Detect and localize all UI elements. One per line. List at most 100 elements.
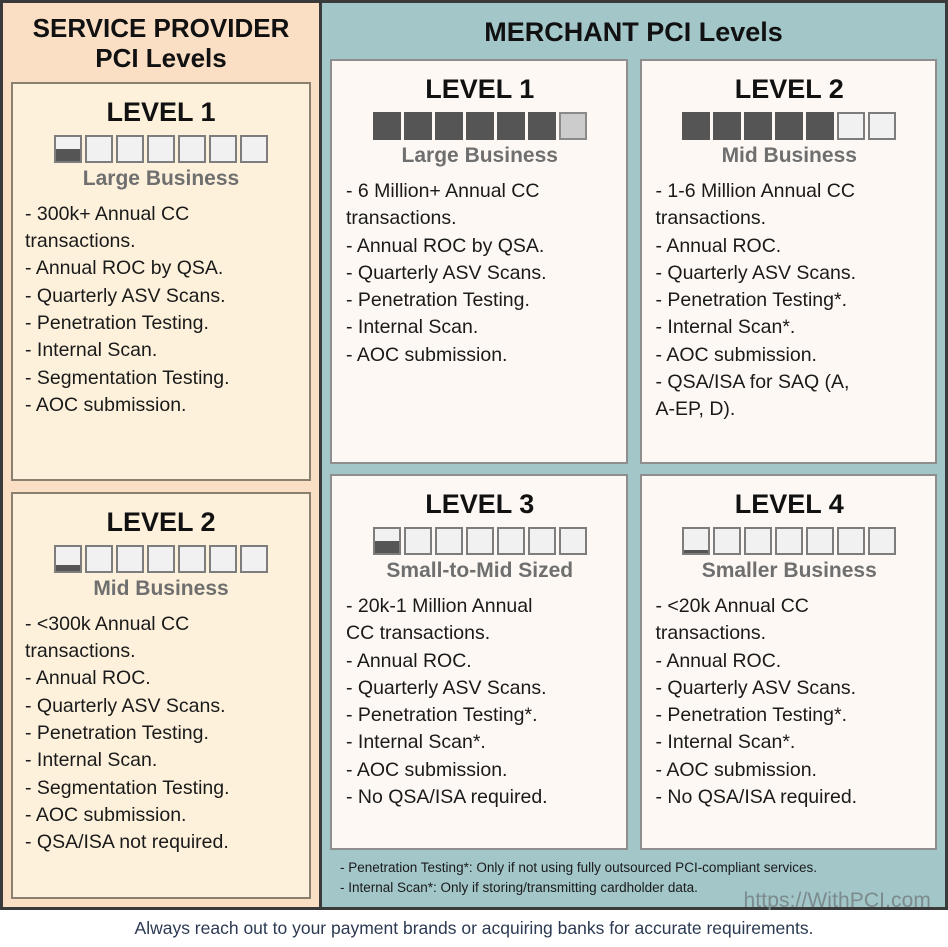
requirement-line: - Annual ROC by QSA. (346, 234, 545, 257)
requirement-line: - Annual ROC by QSA. (25, 257, 224, 280)
service-provider-cards: LEVEL 1 Large Business - 300k+ Annual CC… (11, 81, 311, 899)
merchant-cards-grid: LEVEL 1 Large Business - 6 Million+ Annu… (330, 59, 937, 850)
meter-square (240, 544, 268, 573)
requirement-line: - 300k+ Annual CC (25, 202, 190, 225)
meter-square (85, 134, 113, 163)
requirement-line: - Penetration Testing*. (346, 704, 538, 727)
level-meter (25, 134, 297, 163)
level-title: LEVEL 2 (106, 506, 216, 537)
requirement-line: - QSA/ISA for SAQ (A, (655, 371, 850, 394)
requirement-line: - Internal Scan*. (655, 731, 796, 754)
requirement-line: A-EP, D). (655, 398, 736, 421)
requirement-line: - Quarterly ASV Scans. (346, 676, 547, 699)
segment-label: Large Business (401, 144, 558, 167)
meter-square-fill (374, 541, 399, 553)
requirement-line: transactions. (25, 230, 136, 253)
meter-square (178, 544, 206, 573)
meter-square (868, 527, 897, 555)
requirements-list: - 6 Million+ Annual CC transactions. - Ann… (346, 178, 614, 369)
requirement-line: - Internal Scan. (25, 339, 158, 362)
requirement-line: - QSA/ISA not required. (25, 831, 229, 854)
meter-square (806, 527, 835, 555)
meter-square (147, 134, 175, 163)
meter-square-fill (684, 550, 709, 553)
requirement-line: - AOC submission. (655, 758, 817, 781)
meter-square-fill (56, 148, 80, 161)
merchant-level-1-card: LEVEL 1 Large Business - 6 Million+ Annu… (330, 59, 628, 464)
requirement-line: - Penetration Testing. (25, 312, 209, 334)
merchant-level-4-card: LEVEL 4 Smaller Business - <20k Annual C… (639, 474, 937, 850)
level-meter (346, 112, 614, 140)
segment-label: Small-to-Mid Sized (386, 559, 574, 582)
requirement-line: - 6 Million+ Annual CC (346, 180, 540, 202)
service-provider-title-line1: SERVICE PROVIDER (32, 13, 290, 43)
requirement-line: transactions. (346, 207, 457, 230)
level-meter (25, 544, 297, 573)
requirement-line: - AOC submission. (25, 393, 187, 416)
service-provider-title: SERVICE PROVIDER PCI Levels (11, 13, 311, 74)
segment-label: Large Business (82, 166, 240, 190)
requirement-line: - Annual ROC. (25, 667, 151, 690)
level-title: LEVEL 1 (425, 74, 535, 104)
meter-square (775, 112, 804, 140)
level-title: LEVEL 3 (425, 489, 535, 519)
meter-square (775, 527, 804, 555)
requirements-list: - 300k+ Annual CC transactions. - Annual R… (25, 201, 297, 419)
merchant-panel: MERCHANT PCI Levels LEVEL 1 Large Busine… (322, 0, 948, 912)
requirement-line: transactions. (25, 640, 136, 663)
level-title: LEVEL 1 (106, 96, 216, 127)
requirement-line: - No QSA/ISA required. (346, 786, 548, 809)
requirement-line: - 20k-1 Million Annual (346, 595, 533, 617)
requirements-list: - <300k Annual CC transactions. - Annual R… (25, 611, 297, 857)
requirement-line: - <300k Annual CC (25, 612, 190, 635)
requirement-line: - Internal Scan. (25, 749, 158, 772)
service-provider-level-1-card: LEVEL 1 Large Business - 300k+ Annual CC… (11, 81, 311, 481)
footnote-penetration-testing: - Penetration Testing*: Only if not usin… (340, 859, 817, 875)
requirements-list: - 1-6 Million Annual CC transactions. - An… (656, 178, 924, 424)
segment-label: Smaller Business (701, 559, 877, 582)
meter-square (465, 112, 494, 140)
meter-square (403, 112, 432, 140)
meter-square (496, 112, 525, 140)
requirement-line: - No QSA/ISA required. (655, 786, 858, 809)
panels-container: SERVICE PROVIDER PCI Levels LEVEL 1 Larg… (0, 0, 948, 912)
requirement-line: CC transactions. (346, 622, 491, 645)
requirement-line: - Penetration Testing. (346, 289, 530, 312)
meter-square (147, 544, 175, 573)
requirement-line: - Quarterly ASV Scans. (25, 284, 226, 307)
requirement-line: - AOC submission. (25, 803, 187, 826)
service-provider-panel: SERVICE PROVIDER PCI Levels LEVEL 1 Larg… (0, 0, 322, 910)
requirement-line: - 1-6 Million Annual CC (655, 180, 855, 202)
requirement-line: - Annual ROC. (655, 234, 782, 257)
requirement-line: - Quarterly ASV Scans. (25, 694, 226, 717)
meter-square (527, 527, 556, 555)
meter-square (682, 112, 711, 140)
requirement-line: - AOC submission. (346, 343, 508, 366)
requirement-line: - AOC submission. (655, 343, 817, 366)
meter-square (744, 527, 773, 555)
bottom-caption: Always reach out to your payment brands … (0, 910, 948, 947)
merchant-footnotes: - Penetration Testing*: Only if not usin… (330, 856, 937, 912)
meter-square (713, 112, 742, 140)
footnote-internal-scan: - Internal Scan*: Only if storing/transm… (340, 880, 698, 896)
level-title: LEVEL 4 (734, 489, 844, 519)
segment-label: Mid Business (721, 144, 857, 167)
meter-square (209, 134, 237, 163)
requirement-line: - Penetration Testing. (25, 722, 209, 744)
requirement-line: transactions. (655, 207, 767, 230)
meter-square (434, 527, 463, 555)
meter-square (209, 544, 237, 573)
level-meter (656, 112, 924, 140)
requirement-line: - Internal Scan*. (346, 731, 486, 754)
meter-square (837, 112, 866, 140)
meter-square (837, 527, 866, 555)
meter-square (465, 527, 494, 555)
meter-square (558, 527, 587, 555)
meter-square (54, 134, 82, 163)
requirement-line: - Penetration Testing*. (655, 289, 848, 312)
meter-square (116, 544, 144, 573)
meter-square (496, 527, 525, 555)
meter-square (713, 527, 742, 555)
